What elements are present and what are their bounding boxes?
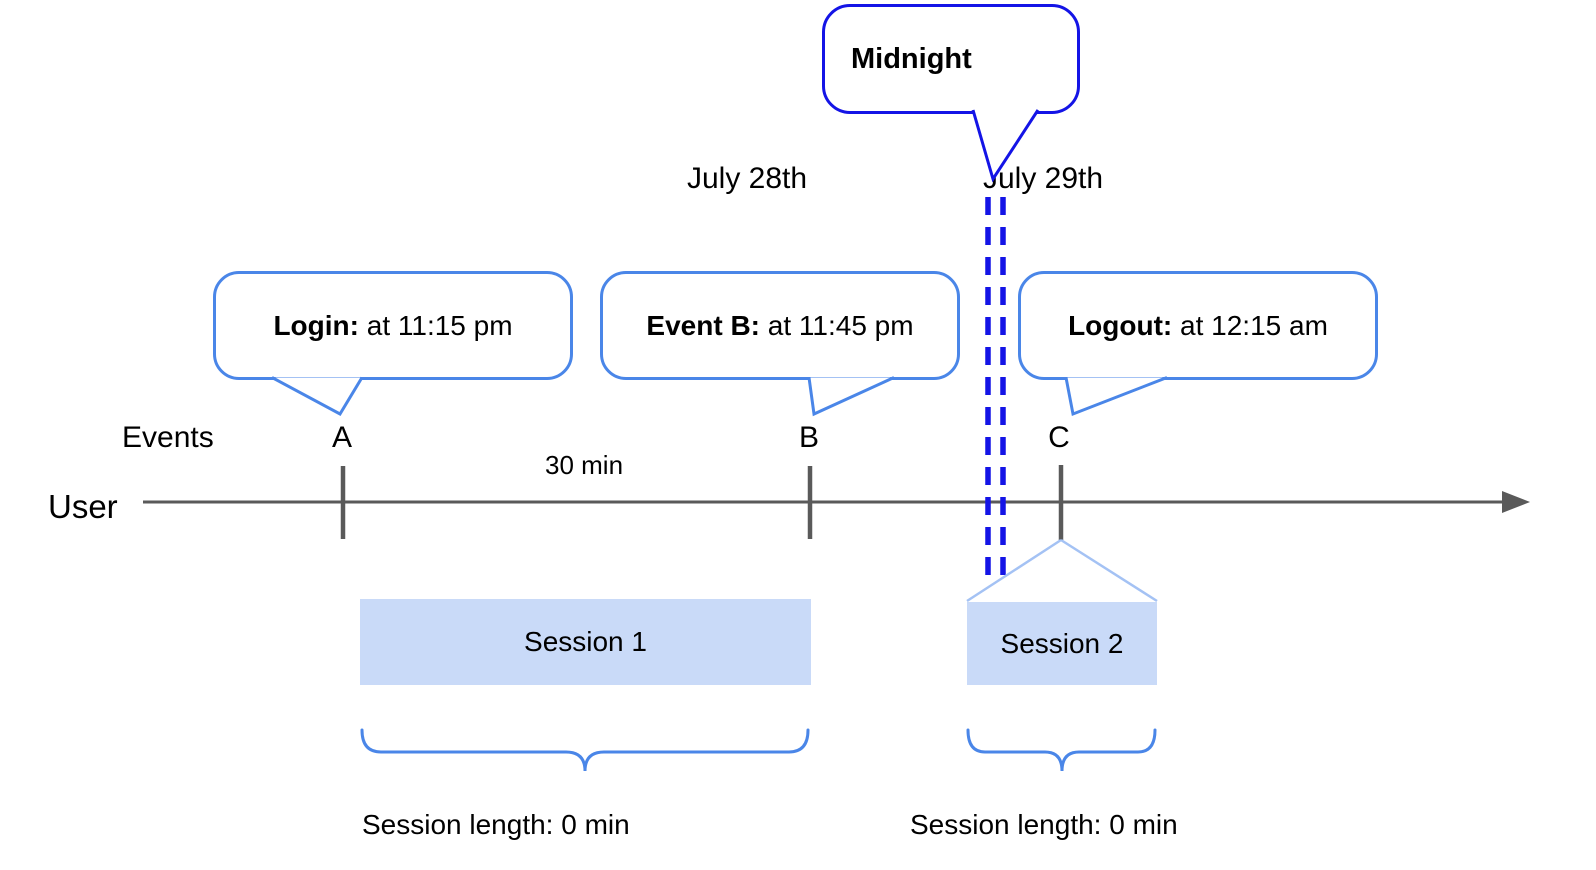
login-callout-text: Login: at 11:15 pm <box>273 310 512 342</box>
events-axis-label: Events <box>122 421 214 454</box>
interval-label-30-min: 30 min <box>545 450 624 480</box>
session-2-brace <box>966 728 1157 772</box>
login-callout-title: Login: <box>273 309 359 341</box>
session-2-connector-right <box>1060 538 1158 603</box>
logout-callout-detail: at 12:15 am <box>1172 309 1328 341</box>
logout-callout-text: Logout: at 12:15 am <box>1068 310 1328 342</box>
login-callout-tail <box>271 376 364 416</box>
login-callout-detail: at 11:15 pm <box>358 309 513 341</box>
midnight-callout: Midnight <box>822 4 1080 114</box>
date-label-july-29th: July 29th <box>983 162 1104 195</box>
event-letter-a: A <box>331 421 352 454</box>
session-1-bar: Session 1 <box>360 599 811 685</box>
logout-callout: Logout: at 12:15 am <box>1018 271 1378 380</box>
event-letter-b: B <box>798 421 819 454</box>
event-b-callout-title: Event B: <box>646 309 760 341</box>
logout-callout-title: Logout: <box>1068 309 1173 341</box>
session-1-brace <box>360 728 810 772</box>
session-2-length-label: Session length: 0 min <box>910 809 1178 840</box>
session-2-label: Session 2 <box>1000 627 1124 659</box>
logout-callout-tail <box>1064 376 1168 417</box>
midnight-callout-label: Midnight <box>851 42 972 75</box>
session-2-connector-left <box>966 538 1062 603</box>
session-1-length-label: Session length: 0 min <box>362 809 630 840</box>
user-axis-label: User <box>48 488 118 525</box>
date-label-july-28th: July 28th <box>687 162 808 195</box>
event-b-callout: Event B: at 11:45 pm <box>600 271 960 380</box>
event-b-callout-detail: at 11:45 pm <box>760 309 914 341</box>
session-2-bar: Session 2 <box>967 602 1157 685</box>
session-1-label: Session 1 <box>524 626 647 657</box>
login-callout: Login: at 11:15 pm <box>213 271 573 380</box>
event-b-callout-text: Event B: at 11:45 pm <box>646 310 913 342</box>
event-letter-c: C <box>1048 421 1070 454</box>
event-b-callout-tail <box>807 376 895 417</box>
timeline-arrowhead-icon <box>1502 491 1530 513</box>
